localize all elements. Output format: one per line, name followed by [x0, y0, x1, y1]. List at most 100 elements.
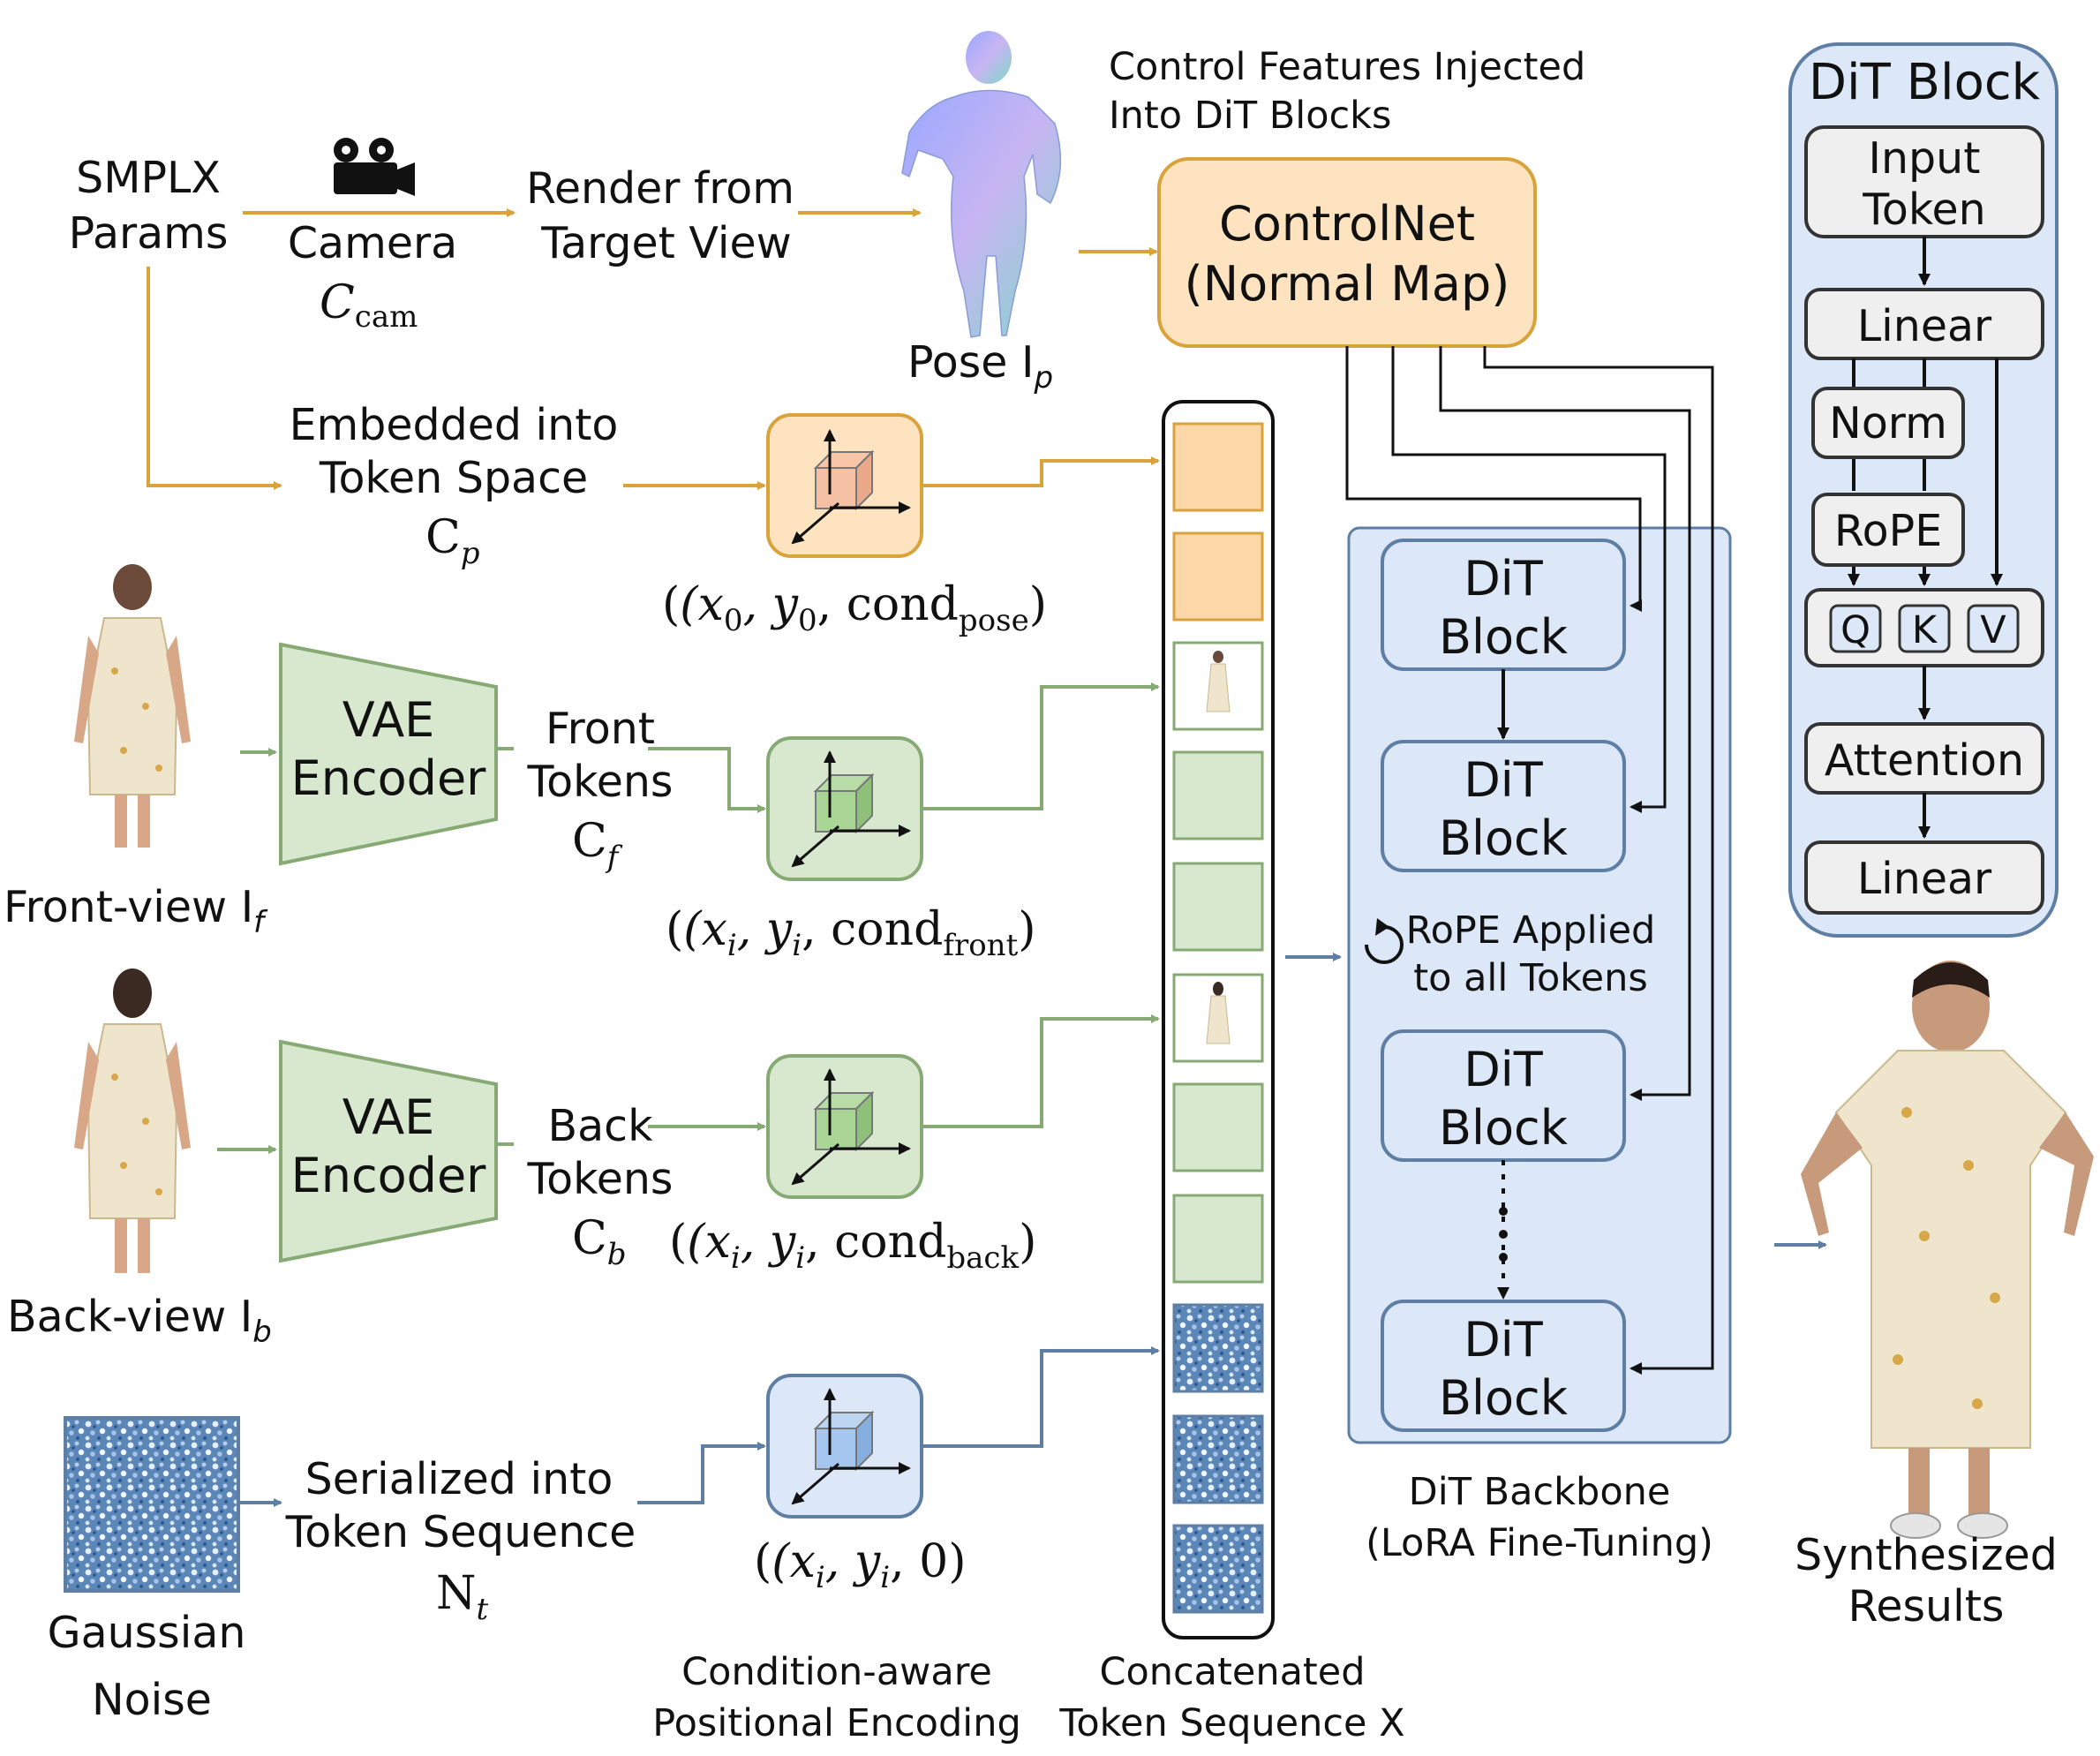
svg-text:DiT: DiT [1464, 1042, 1544, 1097]
gaussian-noise-image [64, 1416, 240, 1593]
svg-text:Linear: Linear [1857, 301, 1992, 351]
front-coord: ((xi, yi, condfront) [666, 903, 1036, 963]
svg-text:Noise: Noise [92, 1675, 212, 1725]
gaussian-noise-label: Gaussian Noise [48, 1608, 246, 1725]
svg-text:RoPE: RoPE [1834, 506, 1942, 556]
pe-box-back [766, 1054, 923, 1199]
token-noise-2 [1172, 1414, 1264, 1504]
token-front-2 [1172, 750, 1264, 840]
svg-text:Render from: Render from [526, 163, 794, 214]
arrow-pe-pose-to-seq [922, 456, 1160, 487]
svg-text:RoPE Applied: RoPE Applied [1406, 908, 1656, 953]
q-label: Q [1840, 608, 1870, 652]
back-coord: ((xi, yi, condback) [669, 1216, 1036, 1276]
token-pose-1 [1172, 422, 1264, 512]
svg-text:Input: Input [1869, 133, 1981, 184]
svg-text:DiT: DiT [1464, 1312, 1544, 1368]
arrow-pe-front-to-seq [922, 682, 1160, 810]
token-front-image [1172, 641, 1264, 731]
nt-symbol: Nt [436, 1567, 489, 1627]
control-injection-lines [1345, 346, 1714, 1375]
render-target-view-label: Render from Target View [526, 163, 794, 268]
dit-detail-title: DiT Block [1809, 54, 2041, 111]
pose-normal-map-figure [901, 31, 1062, 338]
token-noise-3 [1172, 1524, 1264, 1614]
svg-text:Condition-aware: Condition-aware [681, 1650, 992, 1694]
svg-text:Concatenated: Concatenated [1099, 1650, 1365, 1694]
svg-text:Block: Block [1439, 1370, 1569, 1426]
arrow-pe-back-to-seq [922, 1014, 1160, 1128]
svg-text:Encoder: Encoder [291, 750, 487, 806]
svg-text:Embedded into: Embedded into [290, 400, 619, 450]
arrow-serialize-to-pe [637, 1442, 766, 1504]
svg-text:Gaussian: Gaussian [48, 1608, 246, 1658]
svg-text:DiT: DiT [1464, 752, 1544, 808]
front-view-person-figure [74, 564, 191, 848]
svg-text:Token Sequence X: Token Sequence X [1058, 1701, 1404, 1745]
detail-qkv: Q K V [1804, 588, 2044, 667]
svg-text:Tokens: Tokens [527, 1154, 674, 1204]
svg-text:to all Tokens: to all Tokens [1413, 956, 1648, 1000]
detail-norm: Norm [1811, 387, 1965, 459]
v-label: V [1980, 608, 2006, 652]
pose-label: Pose Ip [907, 337, 1053, 396]
token-front-3 [1172, 862, 1264, 952]
token-back-image [1172, 973, 1264, 1063]
svg-text:Encoder: Encoder [291, 1148, 487, 1203]
svg-text:Linear: Linear [1857, 854, 1992, 904]
svg-text:VAE: VAE [342, 692, 435, 748]
pe-box-noise [766, 1374, 923, 1519]
cb-symbol: Cb [572, 1212, 627, 1272]
svg-text:Norm: Norm [1829, 398, 1947, 448]
arrow-pe-noise-to-seq [922, 1346, 1160, 1448]
synthesized-person-figure [1801, 961, 2094, 1539]
controlnet-heading: Control Features Injected Into DiT Block… [1109, 45, 1585, 138]
smplx-params-label: SMPLX Params [69, 153, 229, 259]
svg-text:Block: Block [1439, 609, 1569, 665]
svg-text:DiT Backbone: DiT Backbone [1409, 1470, 1671, 1514]
dit-block-2: DiT Block [1381, 740, 1626, 872]
svg-text:Front: Front [546, 704, 655, 754]
noise-coord: ((xi, yi, 0) [754, 1535, 967, 1595]
svg-text:DiT: DiT [1464, 551, 1544, 607]
vae-encoder-back: VAE Encoder [279, 1039, 498, 1263]
svg-text:Control Features Injected: Control Features Injected [1109, 45, 1585, 89]
svg-text:Params: Params [69, 208, 229, 259]
synthesized-caption: Synthesized Results [1795, 1530, 2058, 1632]
detail-rope: RoPE [1811, 493, 1965, 567]
backbone-caption: DiT Backbone (LoRA Fine-Tuning) [1366, 1470, 1713, 1565]
dit-block-1: DiT Block [1381, 539, 1626, 671]
pe-box-front [766, 736, 923, 881]
back-view-label: Back-view Ib [7, 1292, 272, 1350]
token-noise-1 [1172, 1303, 1264, 1393]
svg-text:VAE: VAE [342, 1089, 435, 1145]
detail-linear-2: Linear [1804, 840, 2044, 915]
svg-text:Into DiT Blocks: Into DiT Blocks [1109, 94, 1391, 138]
k-label: K [1912, 608, 1938, 652]
svg-text:Token Space: Token Space [319, 453, 588, 503]
pose-coord: ((x0, y0, condpose) [662, 578, 1047, 638]
camera-symbol: Ccam [320, 276, 418, 335]
back-tokens-label: Back Tokens [527, 1101, 674, 1204]
svg-text:Synthesized: Synthesized [1795, 1530, 2058, 1580]
svg-text:Block: Block [1439, 1100, 1569, 1156]
token-back-3 [1172, 1194, 1264, 1284]
embed-token-space-label: Embedded into Token Space [290, 400, 619, 503]
detail-lines [1848, 358, 2003, 586]
svg-text:Attention: Attention [1825, 735, 2024, 786]
cp-symbol: Cp [425, 511, 480, 571]
rope-note: RoPE Applied to all Tokens [1365, 908, 1656, 1000]
svg-text:Results: Results [1848, 1581, 2005, 1632]
front-view-label: Front-view If [4, 882, 268, 940]
detail-attention: Attention [1804, 722, 2044, 795]
svg-text:Block: Block [1439, 810, 1569, 866]
vae-encoder-front: VAE Encoder [279, 642, 498, 866]
svg-text:SMPLX: SMPLX [76, 153, 221, 203]
svg-text:Token Sequence: Token Sequence [285, 1507, 636, 1557]
svg-text:Serialized into: Serialized into [305, 1454, 613, 1504]
camera-label: Camera [288, 218, 457, 268]
svg-text:Target View: Target View [540, 218, 791, 268]
ellipsis-connector [1497, 1160, 1509, 1300]
back-view-person-figure [74, 968, 191, 1273]
svg-text:Token: Token [1862, 185, 1985, 235]
